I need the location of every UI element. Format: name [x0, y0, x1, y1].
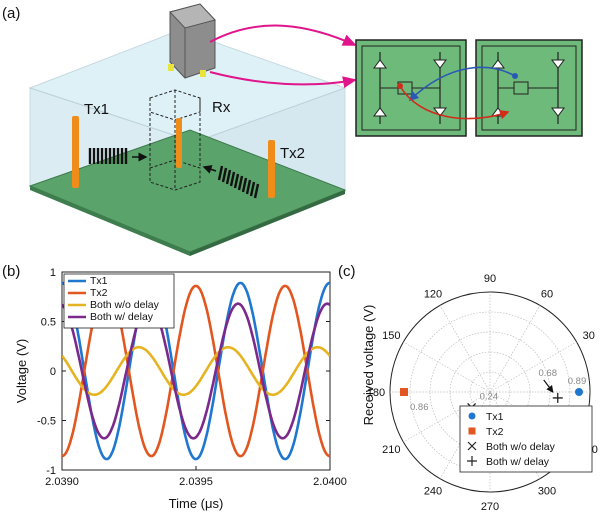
tx1-antenna [72, 116, 79, 188]
chart-c-angle-tick: 150 [382, 330, 400, 342]
chart-b-ytick: 0 [50, 366, 56, 378]
chart-c-point-label: 0.24 [480, 391, 499, 402]
callout-arrow-upper [209, 24, 357, 46]
rx-label: Rx [212, 99, 231, 116]
chart-c-legend-swatch [467, 441, 477, 451]
chart-c-angle-tick: 30 [583, 330, 595, 342]
chart-c-annotation-arrow [543, 379, 554, 393]
scene-illustration: Rx Tx1 Tx2 [28, 3, 583, 256]
chart-c-legend [459, 405, 593, 473]
chart-b-xtick: 2.0395 [179, 476, 213, 488]
tx2-coil [217, 165, 260, 199]
chart-b-legend-label: Both w/o delay [90, 299, 160, 311]
tx1-label: Tx1 [84, 101, 109, 118]
panel-label-b: (b) [2, 263, 20, 280]
chart-c-point-label: 0.68 [538, 368, 557, 379]
chart-b-ytick: 1 [50, 267, 56, 279]
chart-c-point-label: 0.89 [568, 376, 587, 387]
signal-path-blue [408, 66, 516, 102]
chart-b-ytick: 0.5 [41, 317, 56, 329]
rx-antenna [176, 118, 182, 168]
chart-b-ylabel: Voltage (V) [14, 339, 29, 403]
rx-cage [149, 89, 201, 191]
chart-c-legend-label: Both w/ delay [486, 456, 550, 468]
panel-label-c: (c) [338, 263, 356, 280]
chart-b-xtick: 2.0400 [313, 476, 347, 488]
chart-b-xlabel: Time (μs) [169, 496, 224, 511]
chart-b-series-line [62, 302, 330, 440]
tx2-arrow [202, 165, 217, 174]
chart-c-angle-tick: 60 [541, 288, 553, 300]
chart-c-angle-tick: 240 [424, 486, 442, 498]
chart-c: 03060901201501802102402703003300.890.860… [367, 273, 598, 513]
chart-c-legend-label: Both w/o delay [486, 441, 556, 453]
tx2-antenna [268, 140, 275, 198]
chart-c-angle-tick: 90 [484, 273, 496, 285]
chart-b-ytick: -1 [46, 465, 56, 477]
chip-top [169, 3, 216, 29]
chart-b-legend-label: Tx1 [90, 275, 108, 287]
chart-b-series-line [62, 281, 330, 461]
chart-c-legend-swatch [468, 412, 476, 420]
chart-c-angle-tick: 210 [382, 444, 400, 456]
callout-arrow-lower [209, 71, 357, 89]
chart-c-point-delay [552, 392, 563, 403]
chart-c-ylabel: Received voltage (V) [361, 305, 376, 426]
chart-c-angle-tick: 120 [424, 288, 442, 300]
chart-b-xtick: 2.0390 [45, 476, 79, 488]
chart-b-legend-label: Tx2 [90, 287, 108, 299]
circuit-inset-right [475, 39, 583, 137]
chart-c-point-label: 0.86 [410, 402, 429, 413]
chart-c-angle-tick: 270 [481, 501, 499, 513]
chart-c-ring [409, 311, 571, 473]
chart-c-angle-tick: 180 [367, 387, 385, 399]
panel-label-a: (a) [2, 5, 20, 22]
chip-pin-2 [200, 70, 206, 77]
board-edge-right [190, 190, 345, 256]
board-edge-left [30, 186, 190, 256]
chart-c-legend-label: Tx2 [486, 426, 504, 438]
chart-b-legend-label: Both w/ delay [90, 311, 154, 323]
signal-path-red [399, 85, 510, 120]
chart-c-legend-label: Tx1 [486, 411, 504, 423]
chart-b-series-line [62, 345, 330, 397]
chart-c-point-tx1 [575, 388, 583, 396]
chart-b-legend [63, 273, 175, 329]
circuit-inset-left [355, 39, 467, 137]
chart-c-legend-swatch [468, 427, 476, 435]
chart-c-angle-tick: 300 [538, 486, 556, 498]
chart-b-ytick: -0.5 [37, 416, 56, 428]
tx1-coil [88, 148, 128, 164]
tx2-label: Tx2 [280, 145, 305, 162]
chip-pin-1 [168, 64, 174, 71]
chart-c-legend-swatch [467, 456, 477, 466]
chart-c-point-tx2 [400, 388, 408, 396]
